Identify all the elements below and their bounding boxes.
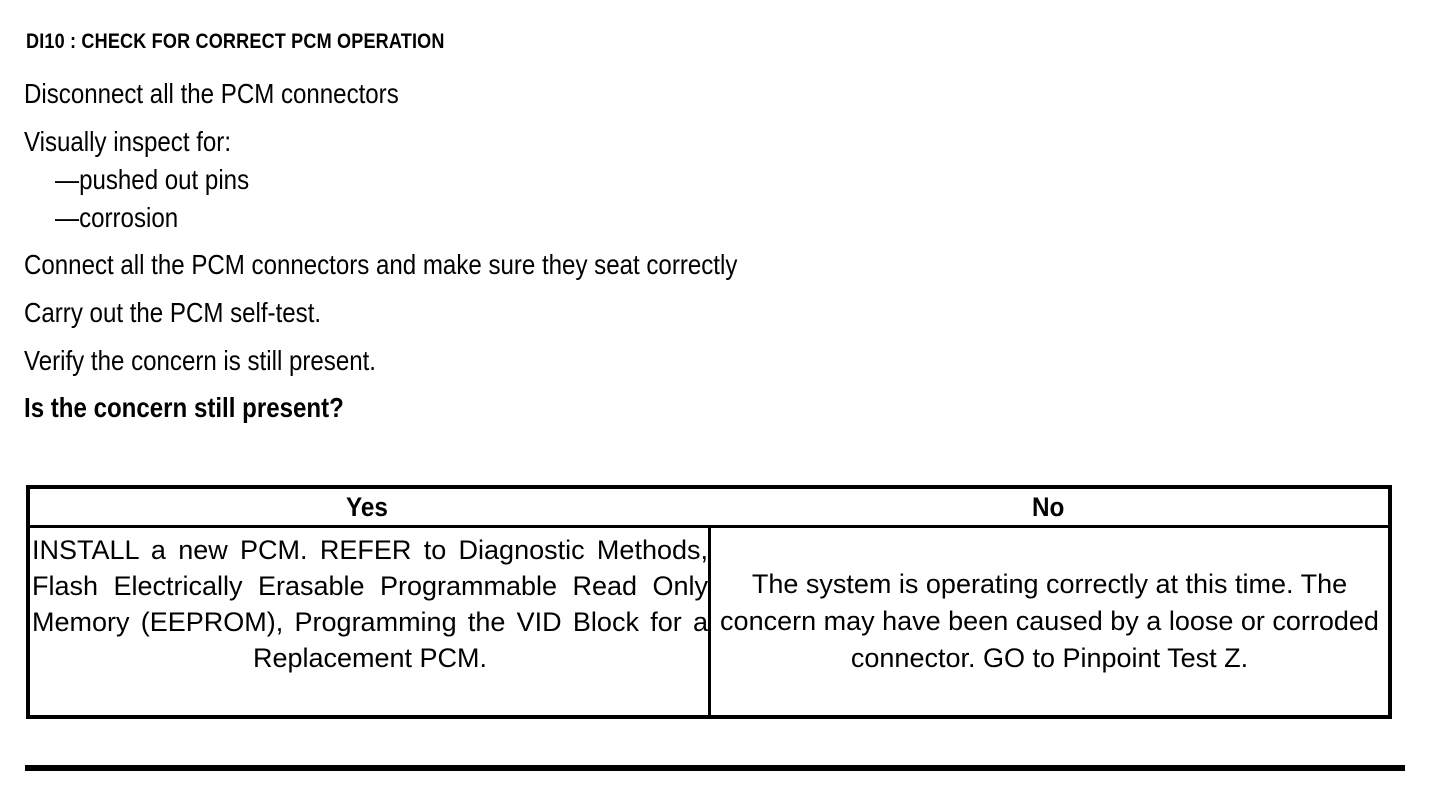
instruction-line-4: Carry out the PCM self-test. xyxy=(24,297,369,329)
decision-cell-yes-text: INSTALL a new PCM. REFER to Diagnostic M… xyxy=(32,535,708,673)
list-item: —pushed out pins xyxy=(55,165,281,195)
column-header-no: No xyxy=(711,489,1388,525)
list-item: —corrosion xyxy=(55,203,198,233)
instruction-line-5: Verify the concern is still present. xyxy=(24,345,433,377)
decision-table: Yes No INSTALL a new PCM. REFER to Diagn… xyxy=(26,485,1392,719)
instruction-text: Verify the concern is still present. xyxy=(24,345,376,376)
column-header-yes-label: Yes xyxy=(345,492,388,522)
column-header-no-label: No xyxy=(1031,492,1064,522)
instruction-text: Carry out the PCM self-test. xyxy=(24,297,322,328)
instruction-text: Disconnect all the PCM connectors xyxy=(24,78,399,109)
column-header-yes: Yes xyxy=(30,489,708,525)
decision-table-body-row: INSTALL a new PCM. REFER to Diagnostic M… xyxy=(30,528,1388,715)
instruction-text: Connect all the PCM connectors and make … xyxy=(24,249,738,280)
decision-table-inner: Yes No INSTALL a new PCM. REFER to Diagn… xyxy=(30,489,1388,715)
decision-cell-no: The system is operating correctly at thi… xyxy=(711,528,1388,715)
list-item-label: —corrosion xyxy=(55,202,179,233)
page-title: DI10 : CHECK FOR CORRECT PCM OPERATION xyxy=(26,30,513,54)
footer-divider xyxy=(25,765,1405,771)
decision-question-text: Is the concern still present? xyxy=(24,392,344,423)
step-title-text: DI10 : CHECK FOR CORRECT PCM OPERATION xyxy=(26,30,445,53)
instruction-line-3: Connect all the PCM connectors and make … xyxy=(24,249,854,281)
column-divider xyxy=(708,528,711,715)
instruction-text: Visually inspect for: xyxy=(24,126,232,157)
decision-cell-yes: INSTALL a new PCM. REFER to Diagnostic M… xyxy=(30,528,708,715)
decision-question: Is the concern still present? xyxy=(24,392,396,424)
decision-cell-no-text: The system is operating correctly at thi… xyxy=(720,569,1379,673)
list-item-label: —pushed out pins xyxy=(55,164,250,195)
instruction-line-2: Visually inspect for: xyxy=(24,126,265,158)
instruction-line-1: Disconnect all the PCM connectors xyxy=(24,78,460,110)
decision-table-header-row: Yes No xyxy=(30,489,1388,528)
